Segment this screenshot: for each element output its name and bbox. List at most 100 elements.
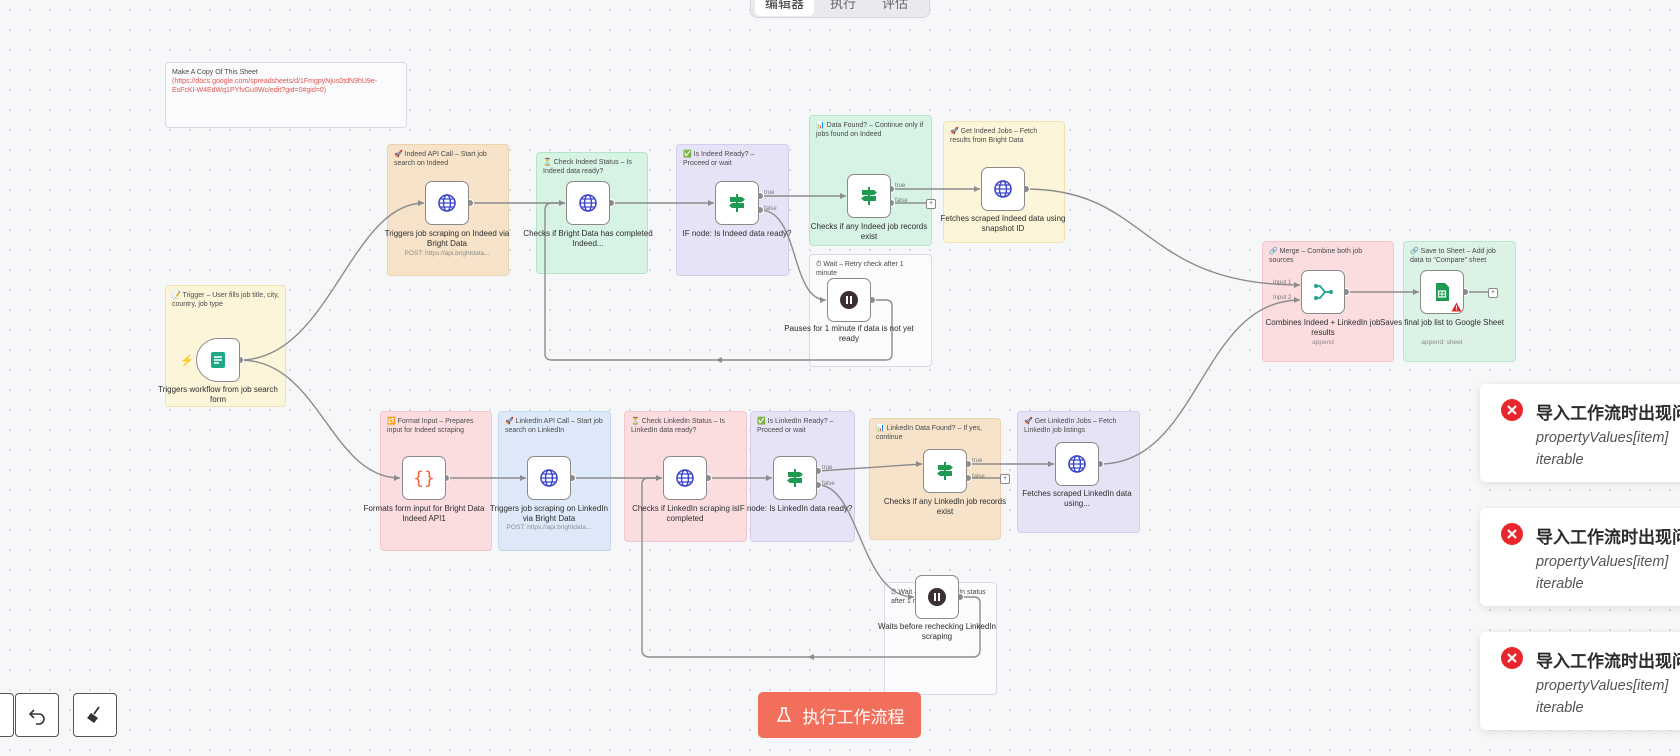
error-icon (1501, 399, 1523, 421)
execute-workflow-label: 执行工作流程 (802, 707, 905, 727)
note-text: 📝 Trigger – User fills job title, city, … (172, 292, 280, 308)
node-form-trigger[interactable] (196, 338, 240, 382)
signpost-icon (729, 194, 745, 212)
node-label: Combines Indeed + LinkedIn job results (1265, 318, 1381, 337)
node-subtitle: append: sheet (1421, 339, 1463, 346)
node-fetch-indeed[interactable] (981, 167, 1025, 211)
note-text: 🚀 Get LinkedIn Jobs – Fetch LinkedIn job… (1024, 418, 1117, 434)
node-label: Triggers job scraping on Indeed via Brig… (384, 229, 510, 248)
wire-if-li-false (817, 484, 915, 598)
node-label: Triggers workflow from job search form (158, 385, 278, 404)
port-true: true (972, 458, 983, 464)
node-label: IF node: Is LinkedIn data ready? (737, 504, 853, 513)
node-label: Saves final job list to Google Sheet (1379, 318, 1505, 327)
node-wait-indeed[interactable] (827, 278, 871, 322)
note-text: ⏳ Check Indeed Status – Is Indeed data r… (543, 159, 632, 175)
zoom-control-button[interactable] (0, 693, 14, 737)
node-if-linkedin[interactable] (773, 456, 817, 500)
tab-editor[interactable]: 编辑器 (755, 0, 815, 16)
wire-trigger-format (239, 359, 401, 479)
signpost-icon (937, 462, 953, 480)
google-sheets-icon (1436, 283, 1449, 301)
wire-if-false (759, 209, 827, 301)
globe-icon (540, 469, 558, 487)
node-label: Checks if any LinkedIn job records exist (883, 497, 1007, 516)
node-linkedin-api[interactable] (527, 456, 571, 500)
error-icon (1501, 523, 1523, 545)
globe-icon (994, 180, 1012, 198)
port-true: true (764, 190, 775, 196)
globe-icon (1068, 455, 1086, 473)
port-false: false (822, 481, 835, 487)
tidy-up-button[interactable] (73, 693, 117, 737)
node-google-sheet[interactable] (1420, 270, 1464, 314)
note-text: ⏳ Check LinkedIn Status – Is LinkedIn da… (631, 418, 725, 434)
note-text: 🚀 Indeed API Call – Start job search on … (394, 151, 487, 167)
trigger-bolt-icon: ⚡ (180, 355, 194, 367)
note-text: 🔁 Format Input – Prepares input for Inde… (387, 418, 474, 434)
note-text: 🚀 LinkedIn API Call – Start job search o… (505, 418, 603, 434)
node-wait-linkedin[interactable] (915, 575, 959, 619)
tab-evaluations[interactable]: 评估 (882, 0, 909, 11)
note-text: 🚀 Get Indeed Jobs – Fetch results from B… (950, 128, 1038, 144)
node-indeed-found[interactable] (847, 174, 891, 218)
node-subtitle: append (1312, 339, 1334, 346)
error-toast[interactable]: 导入工作流时出现问题 propertyValues[item] iterable (1480, 384, 1680, 482)
node-label: IF node: Is Indeed data ready? (682, 229, 792, 238)
toast-title: 导入工作流时出现问题 (1536, 404, 1680, 423)
warning-icon (1451, 302, 1462, 312)
node-subtitle: POST: https://api.brightdata... (506, 524, 592, 531)
wire-if-li-true (817, 463, 923, 472)
node-fetch-linkedin[interactable] (1055, 442, 1099, 486)
add-node-plus[interactable]: + (1000, 474, 1010, 484)
node-label: Checks if Bright Data has completed Inde… (523, 229, 653, 248)
form-trigger-icon (211, 352, 225, 368)
flask-icon (776, 707, 791, 722)
undo-icon (28, 709, 45, 725)
sheet-link[interactable]: (https://docs.google.com/spreadsheets/d/… (172, 78, 378, 94)
node-if-indeed[interactable] (715, 181, 759, 225)
wire-fetch-li-merge (1099, 299, 1301, 465)
signpost-icon (787, 469, 803, 487)
sticky-format-input[interactable]: 🔁 Format Input – Prepares input for Inde… (380, 411, 492, 551)
error-icon (1501, 647, 1523, 669)
node-linkedin-found[interactable] (923, 449, 967, 493)
add-node-plus[interactable]: + (926, 199, 936, 209)
node-label: Fetches scraped Indeed data using snapsh… (940, 214, 1066, 233)
node-label: Formats form input for Bright Data Indee… (363, 504, 485, 523)
signpost-icon (861, 187, 877, 205)
node-merge[interactable] (1301, 270, 1345, 314)
note-text: ✅ Is LinkedIn Ready? – Proceed or wait (757, 418, 834, 434)
node-indeed-api[interactable] (425, 181, 469, 225)
node-label: Triggers job scraping on LinkedIn via Br… (490, 504, 608, 523)
sticky-copy-sheet[interactable]: Make A Copy Of This Sheet (https://docs.… (165, 62, 407, 128)
port-input2: Input 2 (1273, 295, 1292, 301)
globe-icon (676, 469, 694, 487)
port-false: false (895, 198, 908, 204)
error-toast[interactable]: 导入工作流时出现问题 propertyValues[item] iterable (1480, 508, 1680, 606)
note-text: 📊 Data Found? – Continue only if jobs fo… (816, 122, 924, 138)
execute-workflow-button[interactable]: 执行工作流程 (758, 692, 921, 738)
port-false: false (764, 206, 777, 212)
pause-icon (928, 588, 946, 606)
toast-title: 导入工作流时出现问题 (1536, 652, 1680, 671)
merge-icon (1314, 284, 1333, 300)
error-toast[interactable]: 导入工作流时出现问题 propertyValues[item] iterable (1480, 632, 1680, 730)
code-braces-icon: {} (413, 467, 435, 489)
undo-button[interactable] (15, 693, 59, 737)
wire-trigger-indeed (239, 202, 425, 361)
node-label: Fetches scraped LinkedIn data using... (1022, 489, 1132, 508)
node-format-input[interactable]: {} (402, 456, 446, 500)
add-node-plus[interactable]: + (1488, 288, 1498, 298)
note-text: ✅ Is Indeed Ready? – Proceed or wait (683, 151, 755, 167)
port-true: true (822, 465, 833, 471)
node-check-indeed[interactable] (566, 181, 610, 225)
node-check-linkedin[interactable] (663, 456, 707, 500)
tab-executions[interactable]: 执行 (830, 0, 857, 11)
node-label: Waits before rechecking LinkedIn scrapin… (878, 622, 996, 641)
port-input1: Input 1 (1273, 280, 1292, 286)
view-tab-bar: 编辑器 执行 评估 (750, 0, 930, 18)
sticky-indeed-api[interactable]: 🚀 Indeed API Call – Start job search on … (387, 144, 509, 276)
globe-icon (579, 194, 597, 212)
